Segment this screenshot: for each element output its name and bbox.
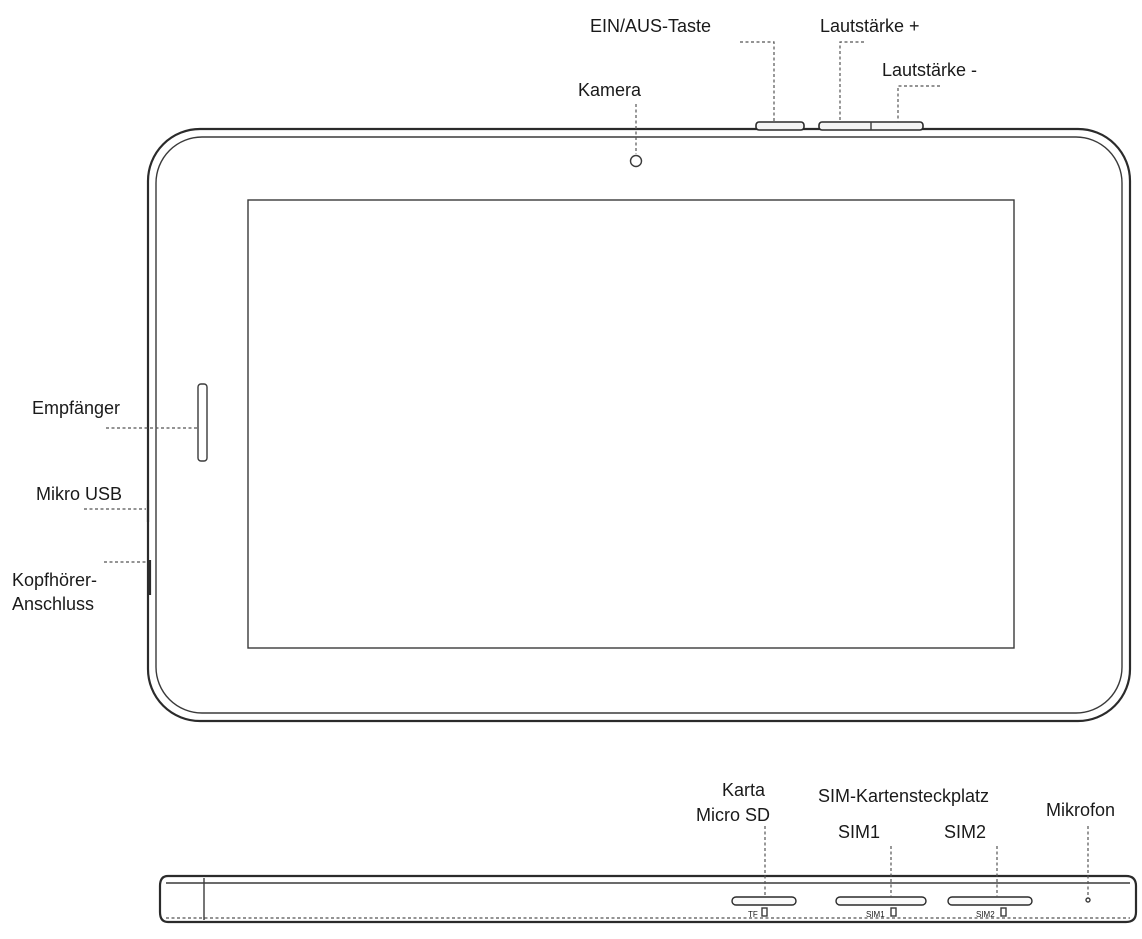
- label-camera: Kamera: [578, 80, 642, 100]
- label-micro-usb: Mikro USB: [36, 484, 122, 504]
- leader-volume-down: [897, 85, 940, 122]
- power-button: [755, 121, 805, 131]
- sim2-slot: [947, 896, 1033, 906]
- label-receiver: Empfänger: [32, 398, 120, 418]
- label-sim-slot: SIM-Kartensteckplatz: [818, 786, 989, 806]
- label-power: EIN/AUS-Taste: [590, 16, 711, 36]
- label-headphone-2: Anschluss: [12, 594, 94, 614]
- tablet-bottom-edge: TF SIM1 SIM2: [158, 874, 1138, 924]
- sim1-slot: [835, 896, 927, 906]
- tablet-screen: [247, 199, 1015, 649]
- microphone-hole-icon: [1085, 897, 1091, 903]
- bottom-edge-outline: [158, 874, 1138, 924]
- sim1-slot-mark: SIM1: [866, 910, 885, 919]
- leaders-top: [84, 41, 940, 563]
- labels-top: EIN/AUS-Taste Lautstärke + Lautstärke - …: [12, 16, 977, 614]
- label-sd-2: Micro SD: [696, 805, 770, 825]
- tablet-body-outer: [146, 127, 1132, 723]
- sd-slot-mark: TF: [748, 910, 758, 919]
- labels-bottom: Karta Micro SD SIM-Kartensteckplatz SIM1…: [696, 780, 1115, 842]
- label-volume-down: Lautstärke -: [882, 60, 977, 80]
- top-buttons: [755, 121, 924, 131]
- label-volume-up: Lautstärke +: [820, 16, 920, 36]
- label-microphone: Mikrofon: [1046, 800, 1115, 820]
- leader-volume-up: [839, 41, 864, 122]
- tablet-body-inner: [155, 136, 1123, 714]
- label-sim2: SIM2: [944, 822, 986, 842]
- camera-icon: [629, 154, 643, 168]
- leaders-bottom: [764, 826, 1089, 897]
- sim2-slot-mark: SIM2: [976, 910, 995, 919]
- left-ports: [146, 500, 152, 595]
- leader-power: [740, 41, 775, 122]
- receiver-slot: [197, 383, 208, 462]
- label-sd-1: Karta: [722, 780, 766, 800]
- tablet-front: [146, 127, 1132, 723]
- sd-slot-symbol: [761, 907, 768, 917]
- sd-card-slot: [731, 896, 797, 906]
- sim1-slot-symbol: [890, 907, 897, 917]
- label-headphone-1: Kopfhörer-: [12, 570, 97, 590]
- label-sim1: SIM1: [838, 822, 880, 842]
- sim2-slot-symbol: [1000, 907, 1007, 917]
